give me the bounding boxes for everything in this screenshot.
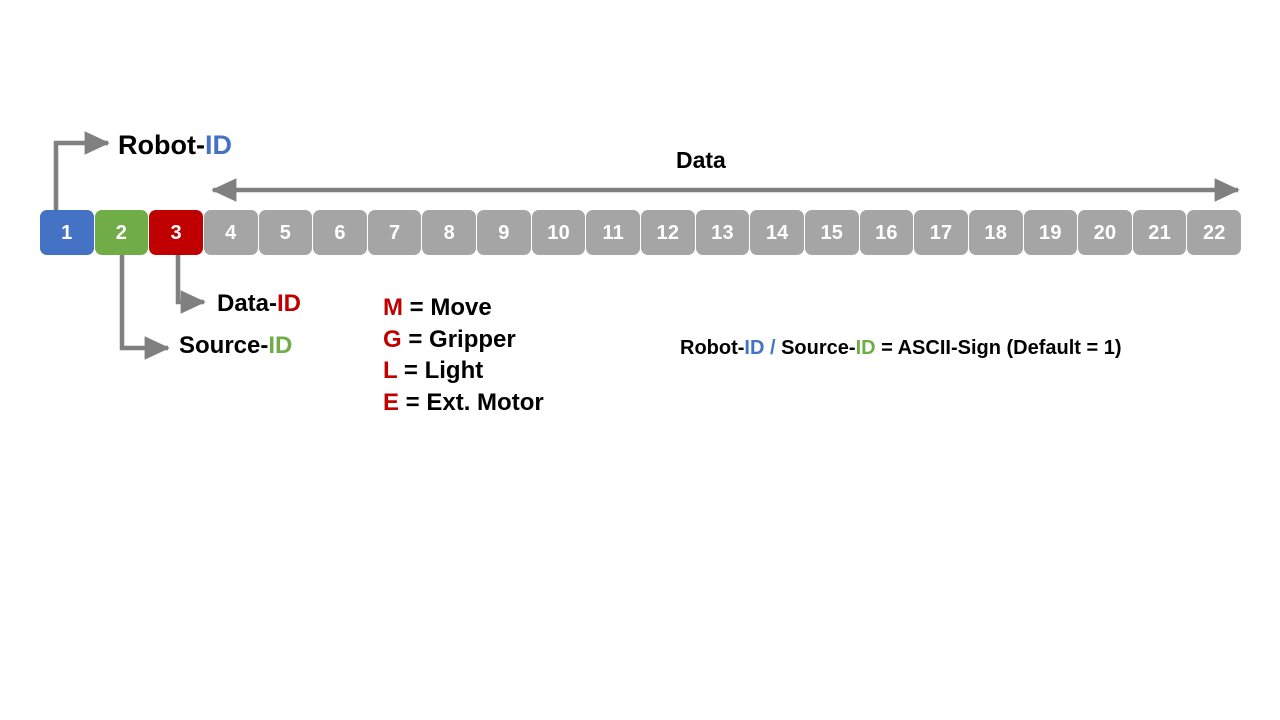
ascii-note-source-prefix: Source- xyxy=(781,337,856,359)
ascii-sign-note: Robot-ID / Source-ID = ASCII-Sign (Defau… xyxy=(680,337,1122,360)
command-key-g: G xyxy=(383,325,402,353)
byte-cell-6: 6 xyxy=(313,210,367,255)
byte-cell-5: 5 xyxy=(258,210,313,255)
command-meaning-m: Move xyxy=(430,294,492,321)
command-equals-e: = xyxy=(399,388,427,416)
command-meaning-l: Light xyxy=(424,357,484,384)
callout-source-id: Source-ID xyxy=(179,334,292,358)
ascii-note-source-id: ID xyxy=(855,337,876,359)
ascii-note-robot-id: ID xyxy=(744,337,765,359)
command-equals-m: = xyxy=(403,294,431,321)
byte-cell-17: 17 xyxy=(914,210,968,255)
byte-cell-7: 7 xyxy=(367,210,422,255)
command-legend-row-e: E = Ext. Motor xyxy=(383,387,544,419)
byte-cell-10: 10 xyxy=(531,210,586,255)
byte-cell-1: 1 xyxy=(40,210,94,255)
data-id-leader xyxy=(175,254,206,314)
callout-robot-id: Robot-ID xyxy=(118,132,232,159)
source-id-leader xyxy=(119,254,170,360)
callout-data-id-prefix: Data- xyxy=(217,290,278,317)
command-key-e: E xyxy=(383,388,400,416)
command-key-m: M xyxy=(383,294,403,321)
command-legend-row-l: L = Light xyxy=(383,355,544,387)
command-legend-row-m: M = Move xyxy=(383,292,544,324)
command-equals-g: = xyxy=(401,325,430,353)
command-equals-l: = xyxy=(397,357,425,384)
byte-cell-3: 3 xyxy=(149,210,203,255)
callout-data-id-suffix: ID xyxy=(277,290,302,317)
ascii-note-tail: = ASCII-Sign (Default = 1) xyxy=(875,337,1122,359)
byte-cell-9: 9 xyxy=(477,210,531,255)
data-span-label: Data xyxy=(676,147,726,173)
byte-cell-20: 20 xyxy=(1078,210,1132,255)
byte-cell-13: 13 xyxy=(695,210,750,255)
callout-robot-id-suffix: ID xyxy=(204,130,232,160)
command-key-l: L xyxy=(383,357,398,384)
callout-robot-id-prefix: Robot- xyxy=(118,130,205,160)
byte-cell-16: 16 xyxy=(859,210,914,255)
byte-cell-11: 11 xyxy=(586,210,641,255)
ascii-note-separator: / xyxy=(764,337,782,359)
robot-id-leader xyxy=(53,131,110,213)
command-meaning-g: Gripper xyxy=(429,325,516,353)
byte-cell-12: 12 xyxy=(641,210,695,255)
byte-cell-14: 14 xyxy=(750,210,804,255)
command-legend-row-g: G = Gripper xyxy=(383,324,544,356)
byte-cell-21: 21 xyxy=(1132,210,1187,255)
byte-cell-2: 2 xyxy=(94,210,149,255)
byte-cell-4: 4 xyxy=(203,210,258,255)
ascii-note-robot-prefix: Robot- xyxy=(680,337,745,359)
callout-source-id-prefix: Source- xyxy=(179,332,269,359)
callout-source-id-suffix: ID xyxy=(268,332,293,359)
byte-cell-8: 8 xyxy=(422,210,477,255)
byte-cell-15: 15 xyxy=(804,210,859,255)
byte-cell-22: 22 xyxy=(1187,210,1242,255)
byte-cell-18: 18 xyxy=(968,210,1023,255)
command-meaning-e: Ext. Motor xyxy=(426,388,544,416)
byte-cell-19: 19 xyxy=(1023,210,1078,255)
callout-data-id: Data-ID xyxy=(217,292,301,316)
